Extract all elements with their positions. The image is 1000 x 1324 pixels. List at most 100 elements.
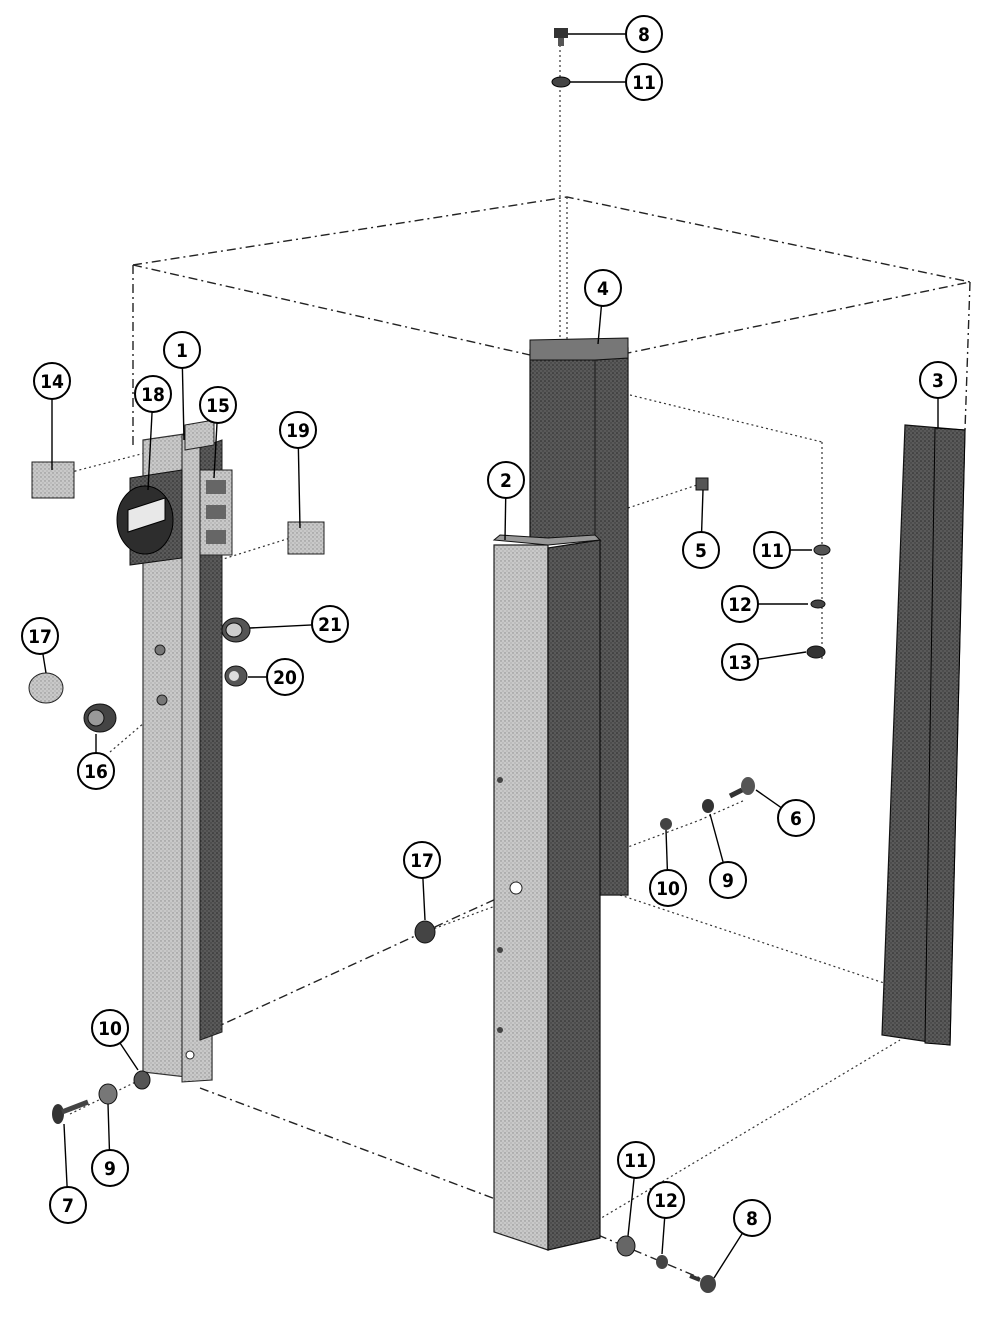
callout-number: 8 (746, 1208, 758, 1230)
callout-number: 17 (28, 626, 52, 648)
part-1-left-post (142, 419, 223, 1083)
callout-number: 1 (176, 340, 188, 362)
callout-circle (91, 1009, 129, 1047)
callout-leader-line (665, 829, 669, 871)
part-14-label-plate (31, 461, 75, 499)
part-9-washer-right (702, 799, 714, 813)
callout-circle (625, 63, 663, 101)
callout-c17-left: 17 (21, 617, 59, 674)
callout-c3: 3 (919, 361, 957, 428)
callout-c13: 13 (721, 643, 807, 681)
part-12-lockwasher-bottom (656, 1255, 668, 1269)
callout-c5: 5 (682, 489, 720, 569)
callout-leader-line (757, 651, 807, 660)
callout-circle (134, 375, 172, 413)
part-11-washer-bottom (616, 1235, 636, 1257)
part-12-lockwasher-right (810, 599, 826, 609)
callout-circle (163, 331, 201, 369)
callout-number: 21 (318, 614, 342, 636)
callout-c4: 4 (584, 269, 622, 345)
callout-number: 9 (104, 1158, 116, 1180)
callout-circle (91, 1149, 129, 1187)
callout-number: 12 (728, 594, 752, 616)
callout-number: 2 (500, 470, 512, 492)
callout-leader-line (213, 422, 218, 479)
callout-c9-right: 9 (709, 813, 747, 899)
part-10-washer-left (133, 1070, 151, 1090)
part-9-washer-left (98, 1083, 118, 1105)
part-11-washer-top (551, 76, 571, 88)
frame-outline-top (132, 40, 971, 356)
part-2-front-post (492, 534, 602, 1251)
callout-c21: 21 (249, 605, 349, 643)
callout-number: 3 (932, 370, 944, 392)
callout-number: 17 (410, 850, 434, 872)
part-19-label-plate (287, 521, 325, 555)
callout-circle (682, 531, 720, 569)
callout-c2: 2 (487, 461, 525, 541)
callout-circle (584, 269, 622, 307)
callout-circle (21, 617, 59, 655)
part-3-right-post (881, 424, 966, 1046)
callout-c14: 14 (33, 362, 71, 470)
part-11-washer-right (813, 544, 831, 556)
callout-c17-mid: 17 (403, 841, 441, 921)
callout-circle (721, 585, 759, 623)
callout-leader-line (147, 411, 153, 491)
callout-circle (311, 605, 349, 643)
callout-number: 9 (722, 870, 734, 892)
callout-number: 7 (62, 1195, 74, 1217)
callout-c11-bottom: 11 (617, 1141, 655, 1237)
callout-circle (721, 643, 759, 681)
part-6-bolt (728, 777, 755, 799)
callout-leader-line (249, 624, 313, 629)
callout-leader-line (119, 1042, 139, 1071)
callout-c20: 20 (248, 658, 304, 696)
callout-circle (649, 869, 687, 907)
callout-number: 14 (40, 371, 64, 393)
callout-circle (266, 658, 304, 696)
part-20-bushing (224, 665, 248, 687)
part-18-rotary-switch (116, 469, 183, 566)
callout-number: 10 (98, 1018, 122, 1040)
callout-leader-line (597, 305, 603, 345)
callout-c7: 7 (49, 1123, 87, 1224)
callout-number: 19 (286, 420, 310, 442)
part-15-terminal-block (199, 469, 233, 556)
callout-c11-top: 11 (570, 63, 663, 101)
callout-c12-bottom: 12 (647, 1181, 685, 1255)
callout-c9-left: 9 (91, 1103, 129, 1187)
part-17-plug-mid (414, 920, 436, 944)
part-21-grommet (221, 617, 251, 643)
callout-number: 20 (273, 667, 297, 689)
callout-leader-line (107, 1103, 111, 1151)
callout-circle (487, 461, 525, 499)
callout-number: 16 (84, 761, 108, 783)
part-13-washer-right (806, 645, 826, 659)
callout-leader-line (42, 653, 47, 674)
callout-leader-line (700, 489, 704, 533)
part-16-cable-gland (83, 703, 117, 733)
callout-c10-left: 10 (91, 1009, 139, 1071)
callout-circle (77, 752, 115, 790)
callout-leader-line (755, 789, 782, 809)
callout-c16: 16 (77, 734, 115, 790)
callout-circle (625, 15, 663, 53)
callout-circle (919, 361, 957, 399)
callout-circle (709, 861, 747, 899)
callout-leader-line (713, 1232, 743, 1279)
callout-number: 4 (597, 278, 609, 300)
callout-c19: 19 (279, 411, 317, 529)
callout-c11-right: 11 (753, 531, 812, 569)
callout-leader-line (661, 1217, 666, 1255)
callout-circle (33, 362, 71, 400)
part-7-screw (52, 1099, 89, 1124)
callout-number: 18 (141, 384, 165, 406)
part-8-screw-bottom (689, 1274, 716, 1293)
callout-leader-line (709, 813, 724, 863)
callout-c10-right: 10 (649, 829, 687, 907)
callout-c6: 6 (755, 789, 815, 837)
callout-circle (617, 1141, 655, 1179)
callout-circle (49, 1186, 87, 1224)
